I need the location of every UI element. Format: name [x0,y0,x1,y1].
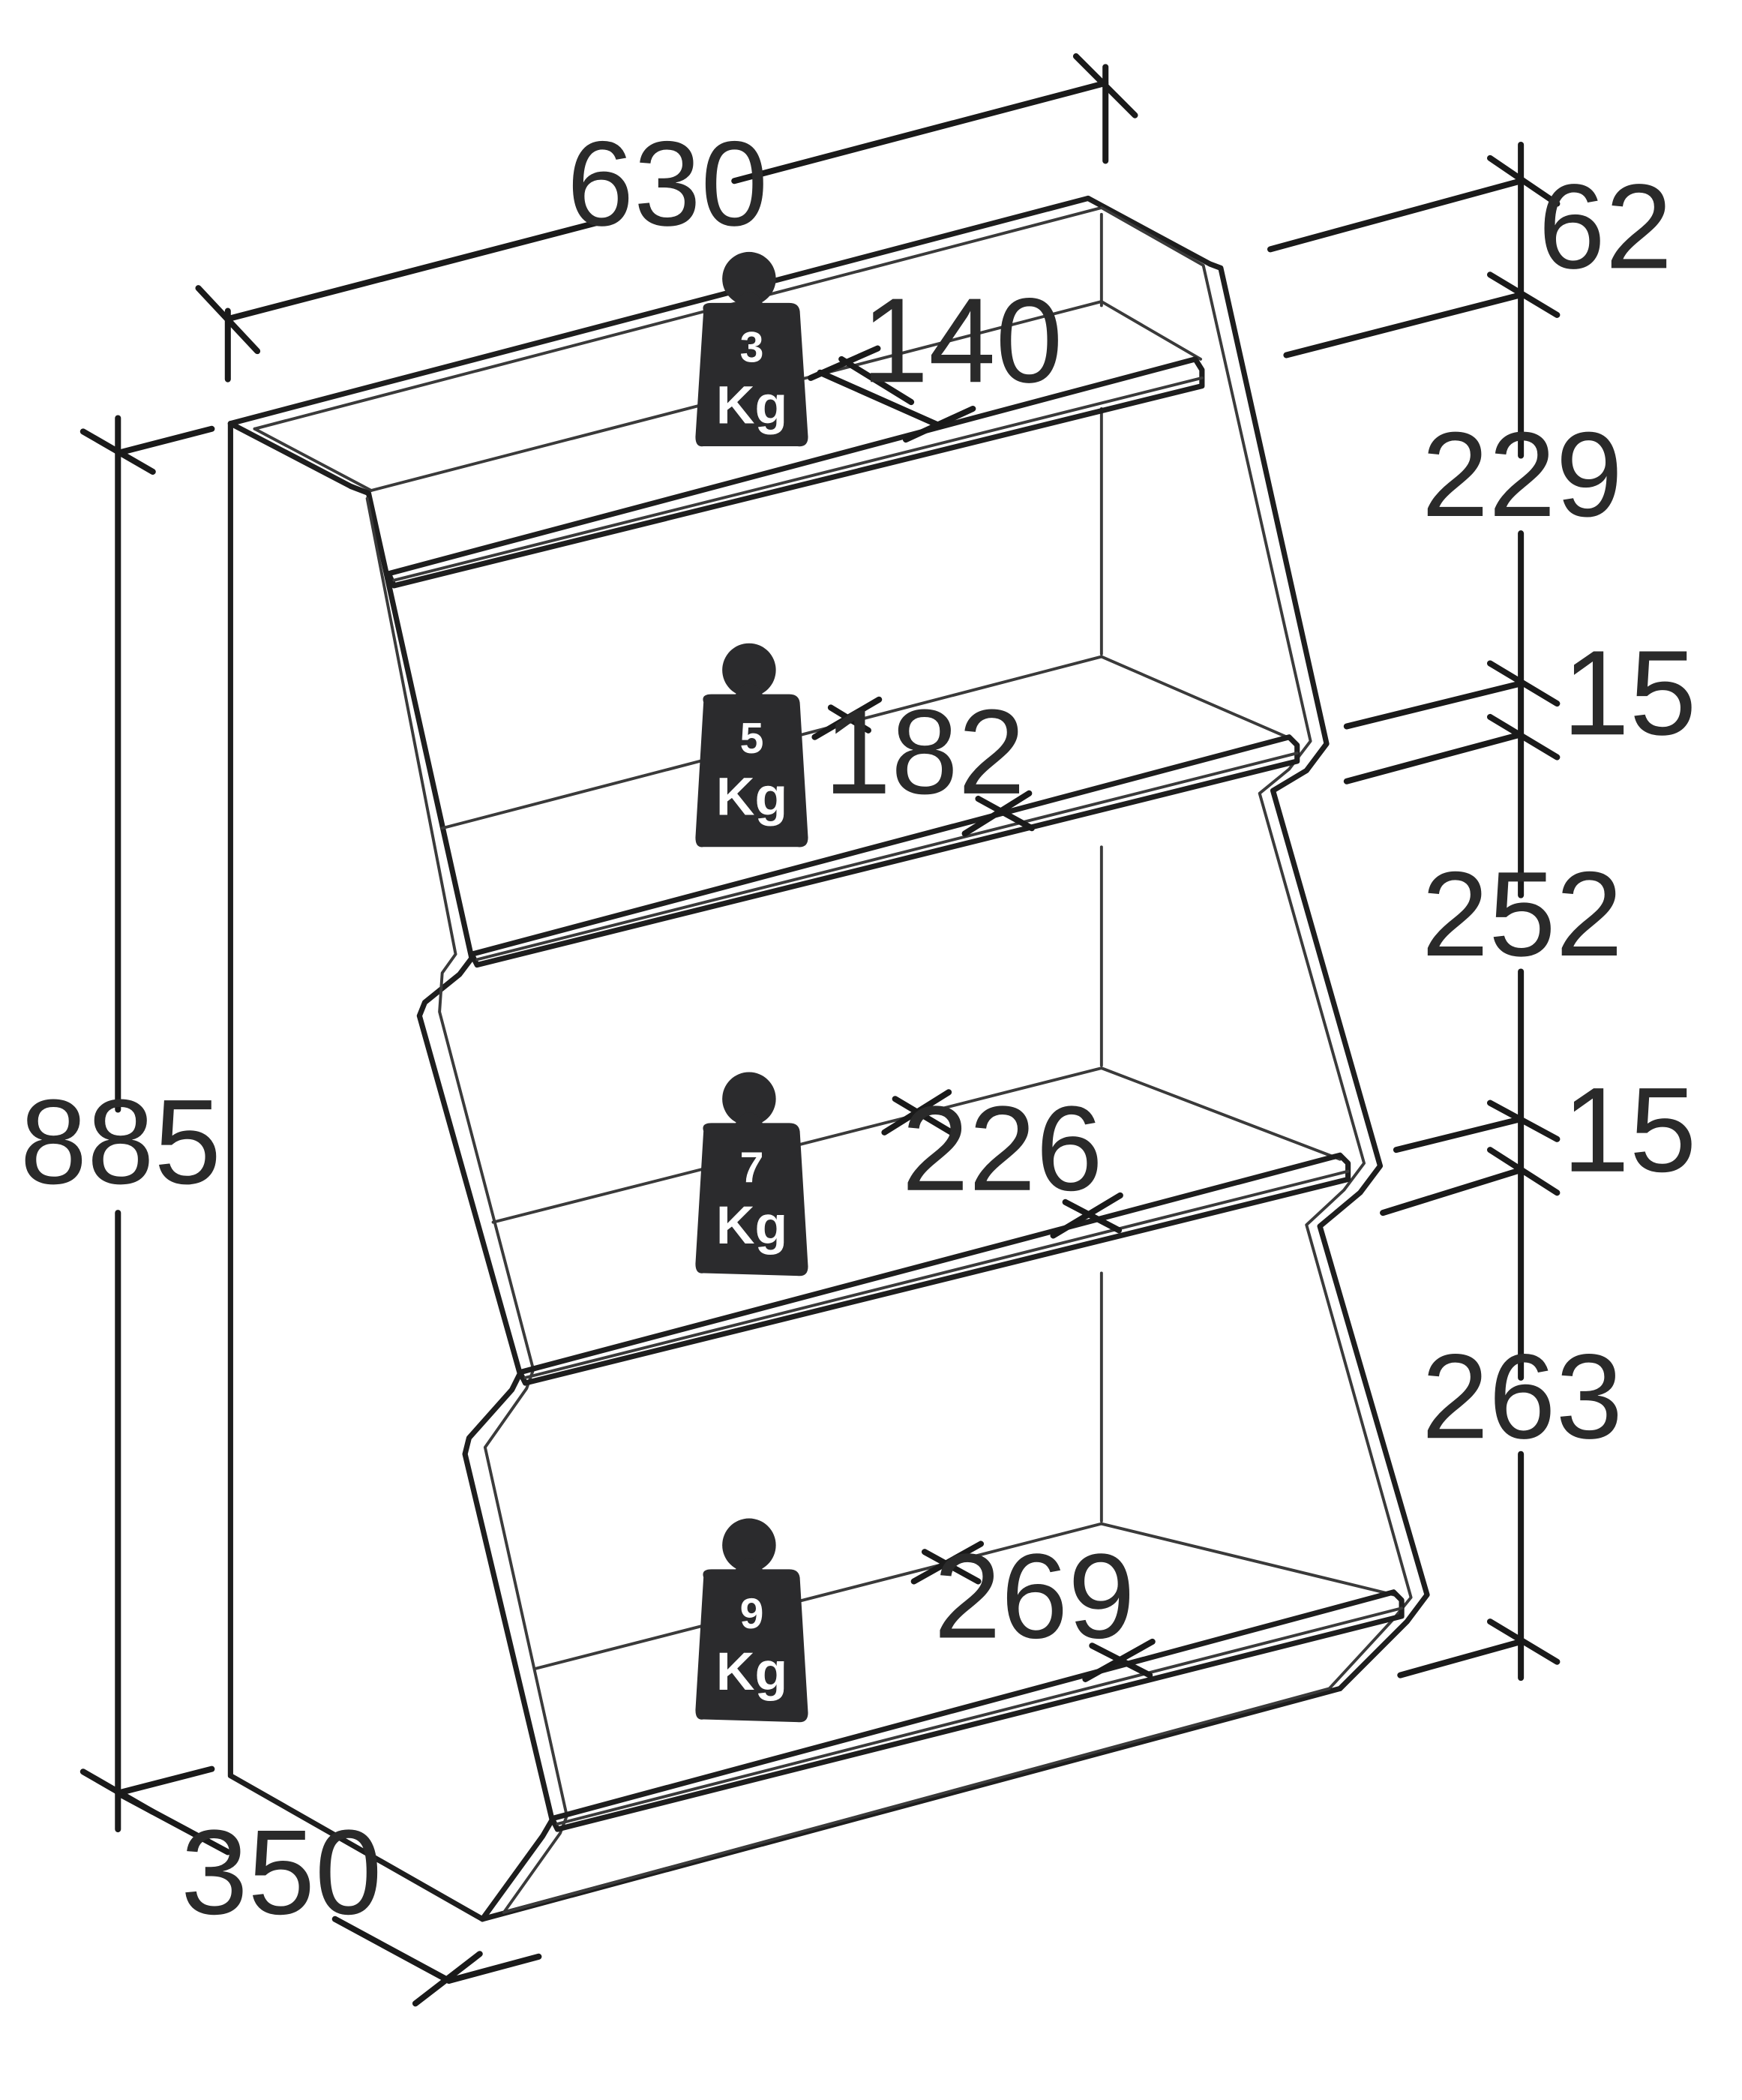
shelf-depth-1-line-b [817,369,944,430]
shelf-4-back-right [1099,1522,1396,1597]
height-ext-top [115,425,215,456]
weight-value: 5 [740,715,764,763]
depth-dimension-line-b [331,1916,452,1984]
shelf-depth-4-label: 269 [934,1529,1135,1664]
tick-r-6 [1487,1147,1561,1196]
height-tick-top [79,428,156,475]
weight-icon-3kg: 3 Kg [695,251,808,447]
left-front-profile [348,484,555,1922]
shelf-depth-3-line-a [892,1096,955,1136]
tick-r-3 [1487,660,1561,707]
height-label: 885 [20,1075,221,1210]
shelf-depth-1-line-a [838,356,915,406]
shelf-1-back-bottom [1099,300,1203,361]
depth-ext-bottom [445,1953,542,1984]
tick-r-1 [1487,154,1561,207]
left-side-back-edge [227,195,1091,427]
bottom-front-inner [502,1687,1331,1914]
shelf-depth-4-line-b [1089,1642,1153,1678]
right-side-profile [1085,195,1430,1692]
ext-top-rail-1 [1267,178,1525,253]
weight-unit: Kg [716,766,787,826]
shelf-4-back [534,1522,1103,1670]
width-label: 630 [567,116,768,251]
shelf-3-lip-inner [523,1169,1350,1379]
left-front-profile-inner [365,496,568,1914]
left-side-panel [227,421,485,1922]
ext-board-1-b [1343,731,1525,784]
shelf-depth-4-line-a [921,1549,982,1585]
depth-dimension-line-a [115,1790,231,1856]
compartment-2-label: 252 [1422,847,1623,982]
top-rim-back [253,206,1103,430]
top-rail-label: 62 [1538,159,1672,294]
board-1-label: 15 [1563,626,1697,760]
tick-r-2 [1487,272,1561,318]
ext-bottom [1397,1638,1525,1678]
weight-unit: Kg [716,1642,787,1702]
shelf-depth-2-label: 182 [824,685,1025,820]
shelf-3-back-right [1099,1066,1342,1161]
depth-label: 350 [181,1805,382,1940]
ext-board-1-a [1343,680,1525,730]
weight-value: 3 [740,323,764,371]
tick-r-5 [1487,1100,1561,1142]
ext-board-2-a [1393,1116,1525,1154]
shelf-depth-1-label: 140 [862,273,1063,408]
shelf-2-lip-inner [475,752,1299,962]
tick-r-7 [1487,1618,1561,1665]
shelf-unit [227,195,1430,1922]
weight-value: 7 [740,1144,764,1192]
weight-value: 9 [740,1590,764,1638]
dimension-labels: 630 885 350 62 229 15 252 15 263 140 182… [20,116,1697,1940]
weight-unit: Kg [716,376,787,436]
compartment-1-label: 229 [1422,407,1623,542]
board-2-label: 15 [1563,1063,1697,1198]
left-side-top-inner [253,427,373,492]
width-dimension-line-a [224,218,607,322]
dimension-lines [79,53,1561,2007]
shelf-depth-1-tick-a [808,345,881,381]
weight-unit: Kg [716,1196,787,1256]
shelf-1-lip-inner [392,376,1204,582]
shelf-depth-2-line-b [975,795,1035,832]
shelf-depth-2-tick-b [961,790,1033,837]
right-side-profile-inner [1099,206,1413,1690]
weight-icons: 3 Kg 5 Kg 7 Kg 9 Kg [695,251,808,1723]
shelf-depth-2-line-a [827,704,871,734]
weight-icon-5kg: 5 Kg [695,643,808,848]
tick-r-4 [1487,713,1561,760]
weight-icon-9kg: 9 Kg [695,1518,808,1723]
shelf-depth-3-label: 226 [901,1082,1102,1216]
shelf-depth-1-tick-b [902,405,976,443]
shelf-4-lip-inner [556,1606,1404,1826]
left-side-top-front [227,421,354,490]
height-ext-bottom [115,1766,215,1796]
compartment-3-label: 263 [1422,1329,1623,1464]
ext-top-rail-2 [1283,292,1525,358]
width-dimension-line-b [731,80,1109,184]
weight-icon-7kg: 7 Kg [695,1072,808,1276]
shelf-depth-3-line-b [1062,1198,1123,1234]
ext-board-2-b [1380,1166,1525,1216]
shelf-2-back-right [1099,655,1295,742]
